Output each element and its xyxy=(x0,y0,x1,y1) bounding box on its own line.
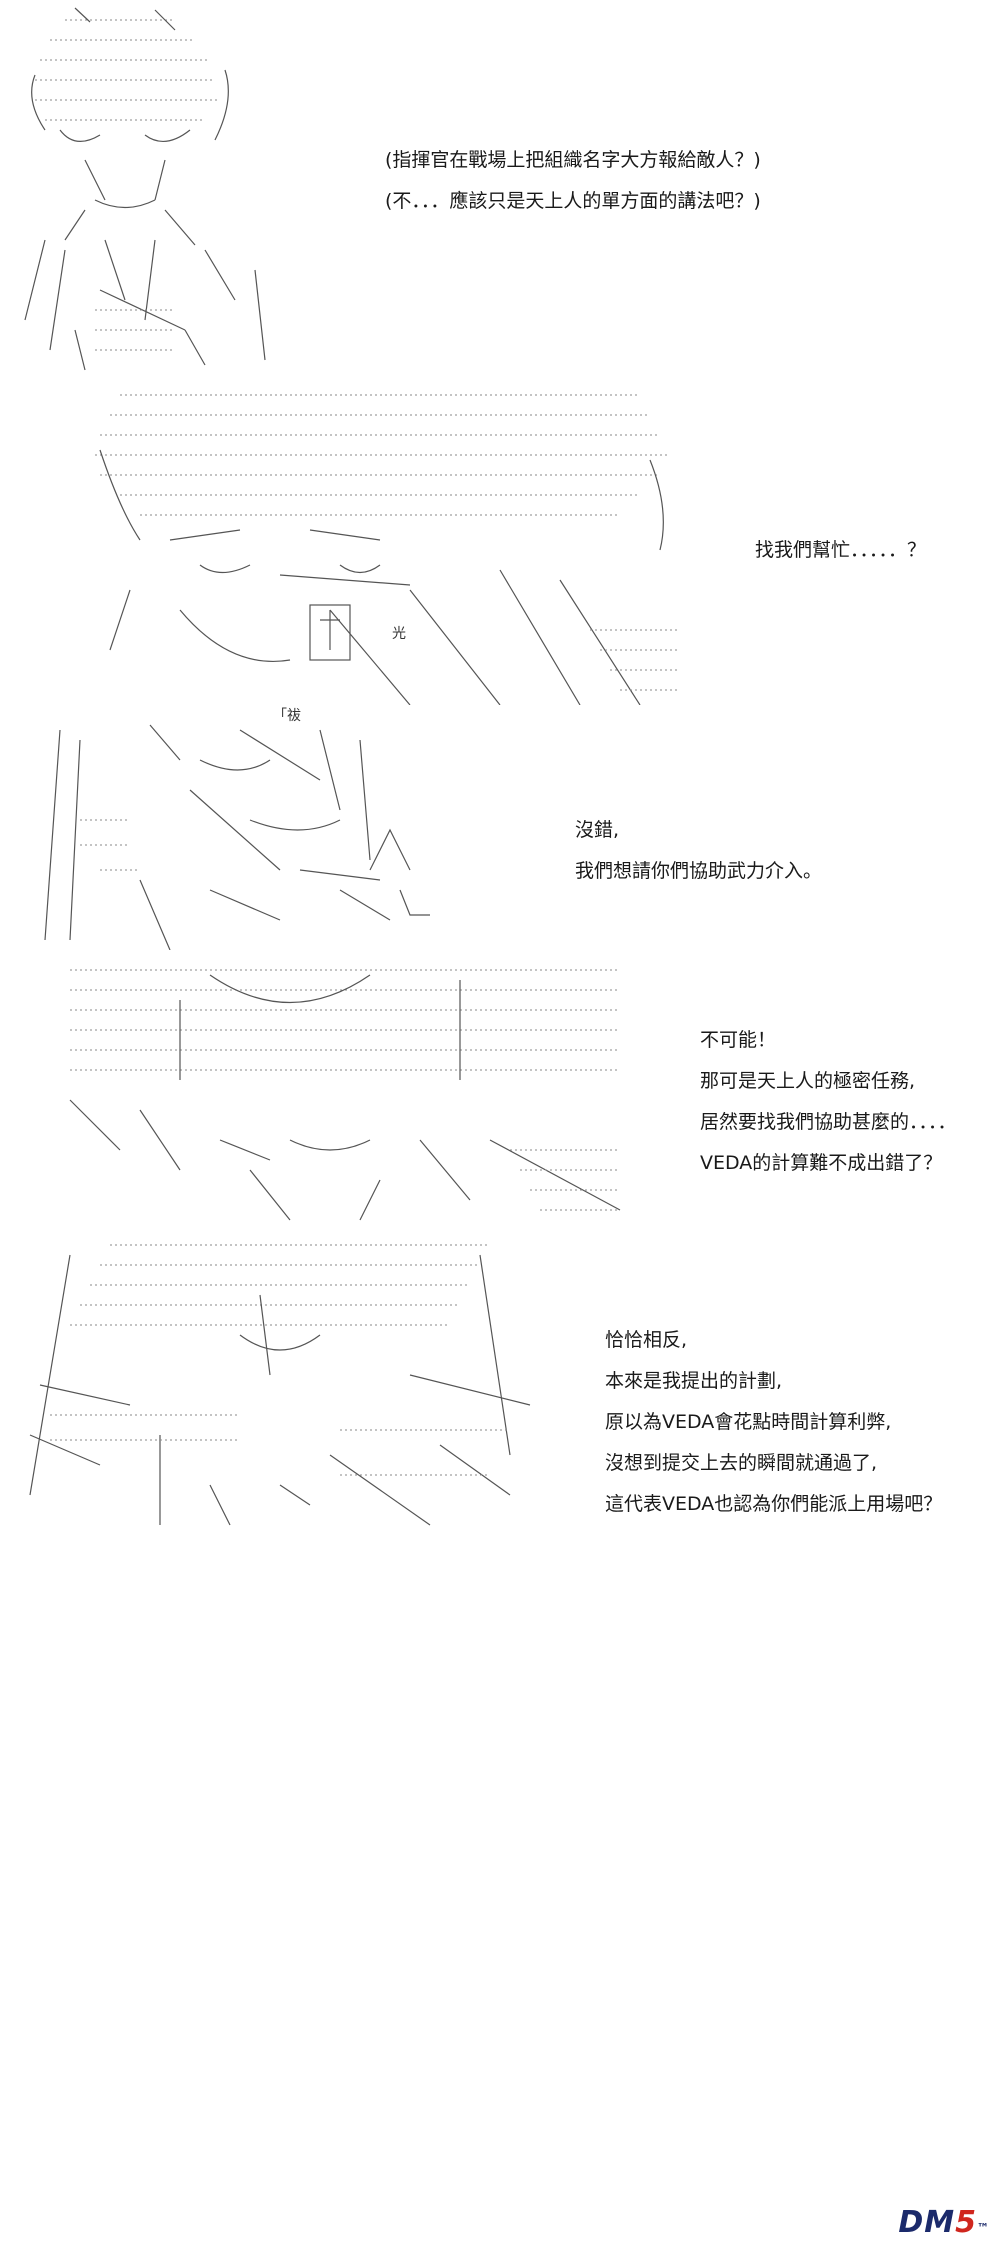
ascii-art-character-3 xyxy=(40,720,540,950)
dialog-line: 那可是天上人的極密任務, xyxy=(700,1070,916,1092)
dialog-line: 我們想請你們協助武力介入。 xyxy=(575,860,823,882)
logo-text-main: DM xyxy=(898,2205,956,2240)
dialog-box-1: (指揮官在戰場上把組織名字大方報給敵人？) (不．．．應該只是天上人的單方面的講… xyxy=(385,140,761,222)
dialog-line: 沒想到提交上去的瞬間就通過了, xyxy=(605,1452,878,1474)
dialog-line: 本來是我提出的計劃, xyxy=(605,1370,783,1392)
logo-trademark: ™ xyxy=(977,2221,990,2235)
panel-5: 恰恰相反, 本來是我提出的計劃, 原以為VEDA會花點時間計算利弊, 沒想到提交… xyxy=(0,1230,1000,2246)
dialog-line: 沒錯, xyxy=(575,819,620,841)
dialog-line: (不．．．應該只是天上人的單方面的講法吧？) xyxy=(385,190,761,212)
dialog-line: VEDA的計算難不成出錯了？ xyxy=(700,1152,943,1174)
panel-3: 沒錯, 我們想請你們協助武力介入。 xyxy=(0,715,1000,950)
dialog-box-5: 恰恰相反, 本來是我提出的計劃, 原以為VEDA會花點時間計算利弊, 沒想到提交… xyxy=(605,1320,942,1525)
art-label-sign: 「祓 xyxy=(273,708,301,724)
dialog-line: 這代表VEDA也認為你們能派上用場吧？ xyxy=(605,1493,943,1515)
dialog-line: 居然要找我們協助甚麼的．．．． xyxy=(700,1111,957,1133)
dialog-line: 原以為VEDA會花點時間計算利弊, xyxy=(605,1411,892,1433)
ascii-art-character-5 xyxy=(10,1235,550,1535)
ascii-art-character-2 xyxy=(80,390,700,705)
dialog-line: 找我們幫忙．．．．．？ xyxy=(755,539,927,561)
ascii-art-character-1 xyxy=(5,0,305,375)
logo-text-accent: 5 xyxy=(955,2205,977,2240)
dialog-line: 恰恰相反, xyxy=(605,1329,688,1351)
panel-2: 找我們幫忙．．．．．？ xyxy=(0,375,1000,715)
site-watermark-logo: DM5™ xyxy=(898,2205,990,2240)
dialog-box-4: 不可能！ 那可是天上人的極密任務, 居然要找我們協助甚麼的．．．． VEDA的計… xyxy=(700,1020,957,1184)
dialog-line: 不可能！ xyxy=(700,1029,777,1051)
dialog-box-3: 沒錯, 我們想請你們協助武力介入。 xyxy=(575,810,822,892)
art-label-emblem: 光 xyxy=(392,626,406,642)
dialog-box-2: 找我們幫忙．．．．．？ xyxy=(755,530,926,571)
panel-1: (指揮官在戰場上把組織名字大方報給敵人？) (不．．．應該只是天上人的單方面的講… xyxy=(0,0,1000,375)
panel-4: 不可能！ 那可是天上人的極密任務, 居然要找我們協助甚麼的．．．． VEDA的計… xyxy=(0,950,1000,1230)
dialog-line: (指揮官在戰場上把組織名字大方報給敵人？) xyxy=(385,149,761,171)
ascii-art-character-4 xyxy=(60,960,630,1230)
